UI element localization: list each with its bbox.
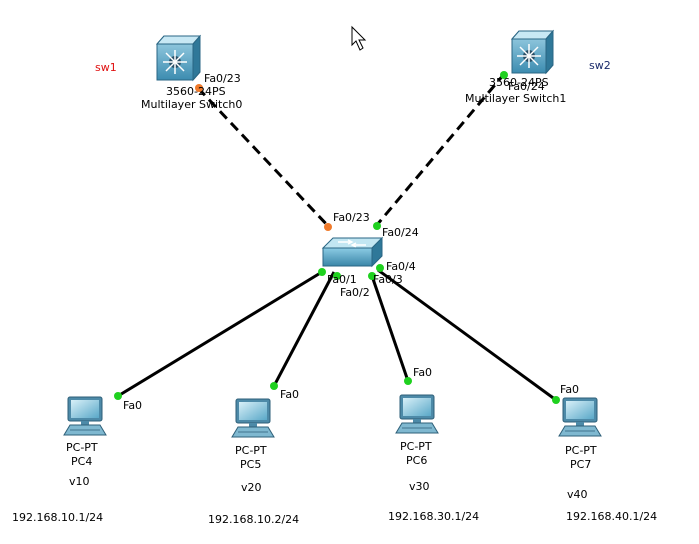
pc-6[interactable]: Fa0 PC-PT PC6 v30 192.168.30.1/24	[388, 366, 479, 523]
device-name: PC7	[570, 458, 591, 471]
link-dot-green	[376, 264, 384, 272]
pc-7[interactable]: Fa0 PC-PT PC7 v40 192.168.40.1/24	[558, 383, 657, 523]
port-label: Fa0/24	[382, 226, 419, 239]
device-type: PC-PT	[66, 441, 98, 454]
hostname-label: sw1	[95, 61, 117, 74]
pc-icon	[558, 397, 602, 437]
link-dot-green	[270, 382, 278, 390]
port-label: Fa0/2	[340, 286, 370, 299]
device-model: 3560-24PS	[166, 85, 226, 98]
pc-4[interactable]: Fa0 PC-PT PC4 v10 192.168.10.1/24	[12, 396, 142, 524]
port-label: Fa0/4	[386, 260, 416, 273]
port-label: Fa0	[123, 399, 142, 412]
multilayer-switch-icon	[155, 34, 202, 82]
link-dot-green	[500, 71, 508, 79]
multilayer-switch-1[interactable]: 3560-24PS Multilayer Switch1 Fa0/24	[465, 29, 566, 105]
link-dot-green	[368, 272, 376, 280]
mouse-cursor-icon	[351, 25, 367, 51]
device-name: Multilayer Switch1	[465, 92, 566, 105]
multilayer-switch-0[interactable]: 3560-24PS Multilayer Switch0 Fa0/23	[141, 34, 242, 111]
link-msw1-switch[interactable]	[374, 72, 507, 227]
vlan-label: v20	[241, 481, 262, 494]
device-model: 3560-24PS	[489, 76, 549, 89]
vlan-label: v10	[69, 475, 90, 488]
link-dot-green	[404, 377, 412, 385]
port-label: Fa0/1	[327, 273, 357, 286]
ip-address: 192.168.10.1/24	[12, 511, 103, 524]
center-switch[interactable]: Fa0/23 Fa0/24 Fa0/4 Fa0/1 Fa0/3 Fa0/2	[321, 211, 419, 299]
device-name: PC4	[71, 455, 92, 468]
ip-address: 192.168.10.2/24	[208, 513, 299, 526]
port-label: Fa0	[413, 366, 432, 379]
link-dot-green	[333, 272, 341, 280]
pc-icon	[63, 396, 107, 436]
port-label: Fa0/23	[333, 211, 370, 224]
pc-icon	[395, 394, 439, 434]
link-switch-pc6[interactable]	[370, 275, 410, 382]
link-dot-orange	[195, 84, 203, 92]
link-switch-pc7[interactable]	[377, 268, 557, 402]
device-name: Multilayer Switch0	[141, 98, 242, 111]
link-switch-pc4[interactable]	[117, 270, 323, 398]
link-dot-orange	[324, 223, 332, 231]
device-name: PC6	[406, 454, 427, 467]
switch-icon	[321, 236, 384, 268]
pc-5[interactable]: Fa0 PC-PT PC5 v20 192.168.10.2/24	[208, 388, 299, 526]
port-label: Fa0	[280, 388, 299, 401]
ip-address: 192.168.40.1/24	[566, 510, 657, 523]
link-dot-green	[373, 222, 381, 230]
port-label: Fa0	[560, 383, 579, 396]
link-dot-green	[552, 396, 560, 404]
device-type: PC-PT	[400, 440, 432, 453]
link-dot-green	[114, 392, 122, 400]
ip-address: 192.168.30.1/24	[388, 510, 479, 523]
device-name: PC5	[240, 458, 261, 471]
link-msw0-switch[interactable]	[196, 86, 332, 230]
vlan-label: v40	[567, 488, 588, 501]
pc-icon	[231, 398, 275, 438]
port-label: Fa0/3	[373, 273, 403, 286]
vlan-label: v30	[409, 480, 430, 493]
port-label: Fa0/23	[204, 72, 241, 85]
hostname-label: sw2	[589, 59, 611, 72]
device-type: PC-PT	[235, 444, 267, 457]
link-dot-green	[318, 268, 326, 276]
device-type: PC-PT	[565, 444, 597, 457]
multilayer-switch-icon	[510, 29, 555, 75]
link-switch-pc5[interactable]	[272, 271, 336, 387]
port-label: Fa0/24	[508, 80, 545, 93]
